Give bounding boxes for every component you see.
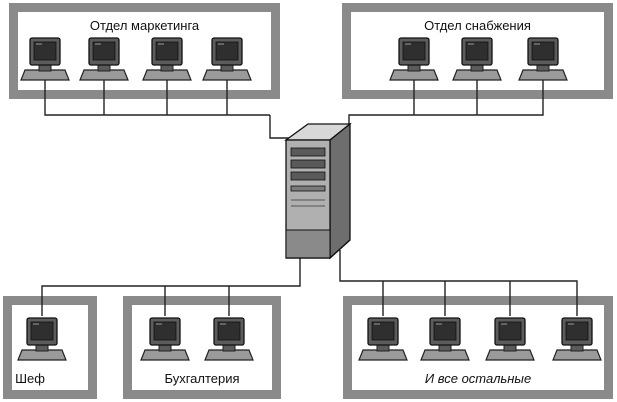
computer-monitor-icon — [389, 37, 439, 81]
computer-monitor-icon — [140, 317, 190, 361]
dept-others-label: И все остальные — [424, 371, 532, 386]
link-marketing — [44, 78, 270, 116]
dept-accounting: Бухгалтерия — [123, 296, 281, 399]
computer-monitor-icon — [142, 37, 192, 81]
link-bottom-right — [339, 250, 578, 316]
others-workstations — [358, 317, 602, 361]
computer-monitor-icon — [452, 37, 502, 81]
dept-accounting-label: Бухгалтерия — [164, 371, 240, 386]
dept-marketing-label: Отдел маркетинга — [89, 18, 200, 33]
computer-monitor-icon — [518, 37, 568, 81]
accounting-workstations — [140, 317, 254, 361]
dept-chief: Шеф — [3, 296, 97, 399]
computer-monitor-icon — [485, 317, 535, 361]
dept-chief-label: Шеф — [15, 371, 45, 386]
computer-monitor-icon — [17, 317, 67, 361]
link-supply — [338, 78, 544, 139]
computer-monitor-icon — [420, 317, 470, 361]
server-tower-icon — [284, 122, 352, 260]
dept-supply-label: Отдел снабжения — [424, 18, 531, 33]
link-bottom-left — [41, 250, 301, 316]
computer-monitor-icon — [552, 317, 602, 361]
chief-workstations — [17, 317, 67, 361]
marketing-workstations — [20, 37, 252, 81]
computer-monitor-icon — [202, 37, 252, 81]
computer-monitor-icon — [20, 37, 70, 81]
supply-workstations — [389, 37, 568, 81]
computer-monitor-icon — [204, 317, 254, 361]
computer-monitor-icon — [358, 317, 408, 361]
computer-monitor-icon — [79, 37, 129, 81]
